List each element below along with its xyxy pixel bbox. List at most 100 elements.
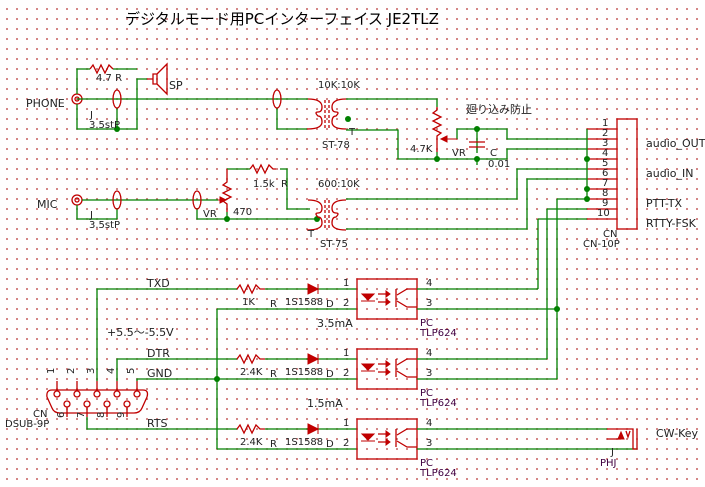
opto-part: TLP624 [420,468,457,479]
current-label: 1.5mA [307,397,343,410]
channel-rts [236,418,637,460]
schematic-element [417,428,637,450]
label: 1 [46,368,57,374]
resistor-value: 2.4K [240,437,263,448]
cw-key-jack-type: PHJ [600,458,617,469]
schematic-element [385,360,391,376]
resistor-1k5 [249,163,276,175]
schematic-element [417,358,557,380]
label: 3 [86,368,97,374]
cn10p-body [616,118,638,230]
mic-resistor-value: 1.5k [253,179,275,190]
st75-ref: T [308,229,315,240]
opto-ref: PC [420,388,434,399]
junction [114,126,120,132]
schematic-element [147,62,168,96]
mic-vr-ref: VR [203,209,217,220]
speaker-label: SP [169,79,183,92]
channel-dtr [236,348,557,390]
dsub9-pin-labels: 1 2 3 4 5 6 7 8 9 [46,368,137,418]
wiper-arrow-icon [439,135,457,143]
junction [345,116,351,122]
cw-key-jack [607,428,638,450]
resistor [236,283,265,295]
mic-wires [76,168,317,220]
st78-part: ST-78 [322,140,350,151]
label: 7 [76,412,87,418]
cn10p-pins [587,128,617,220]
diode-icon [307,353,320,365]
schematic-element [74,197,80,203]
schematic-element [306,98,347,130]
resistor-4r7 [89,63,114,75]
opto-pin-label: 3 [426,368,433,379]
schematic-element [617,430,625,440]
pin-label: 10 [597,208,610,219]
signal-dtr: DTR [147,347,170,360]
mic-resistor-ref: R [281,179,288,190]
optocoupler [356,418,418,460]
schematic-element [324,100,330,130]
shield-icon [112,190,122,210]
vr-value: 4.7K [410,144,433,155]
diode-icon [307,423,320,435]
resistor-ref: R [270,439,277,450]
dsub9-part: DSUB-9P [5,419,50,430]
phone-label: PHONE [26,97,65,110]
diode-ref: D [326,439,334,450]
audio-in-wires [346,168,587,230]
signal-audio-in: audio_IN [646,167,694,180]
pin-label: 7 [602,178,609,189]
junction [214,376,220,382]
opto-ref: PC [420,458,434,469]
speaker-icon [147,62,168,96]
pin-label: 6 [602,168,609,179]
diode-icon [307,283,320,295]
opto-pin-label: 2 [343,368,350,379]
junction [224,216,230,222]
schematic-element [396,358,417,378]
label: 5 [126,368,137,374]
resistor-value: 1K [242,297,255,308]
opto-pin-label: 1 [343,418,350,429]
resistor [236,423,265,435]
control-wires [537,129,588,379]
schematic-element [56,381,138,417]
opto-pin-label: 1 [343,278,350,289]
cn10p-ref: CN [603,229,618,240]
phone-jack-type: 3.5stP [89,120,121,131]
signal-gnd: GND [147,367,173,380]
cap-value: 0.01 [488,159,511,170]
cn10p-part: CN-10P [583,239,620,250]
diode-ref: D [326,299,334,310]
label: 4 [106,368,117,374]
pin-label: 4 [602,148,609,159]
capacitor-c [469,141,485,148]
wiper-arrow-icon [218,196,228,204]
schematic-element [385,430,391,446]
cw-key-label: CW-Key [656,427,699,440]
opto-pin-label: 1 [343,348,350,359]
opto-pin-label: 2 [343,438,350,449]
resistor-ref: R [270,369,277,380]
phone-wires [76,68,308,130]
led-icon [360,433,376,442]
led-icon [360,363,376,372]
mic-jack-ref: J [90,210,93,221]
label: 8 [96,412,107,418]
vr-470 [221,169,233,212]
mic-label: MIC [37,198,58,211]
schematic-element [417,288,557,310]
led-icon [360,293,376,302]
resistor-value: 2.4K [240,367,263,378]
opto-pin-label: 2 [343,298,350,309]
label: 2 [66,368,77,374]
opto-pin-label: 3 [426,438,433,449]
schematic-element [324,200,330,230]
vr-4k7 [431,107,443,152]
pin-label: 3 [602,138,609,149]
resistor-ref: R [270,299,277,310]
opto-pin-label: 4 [426,278,433,289]
st75-ratio: 600:10K [318,179,360,190]
